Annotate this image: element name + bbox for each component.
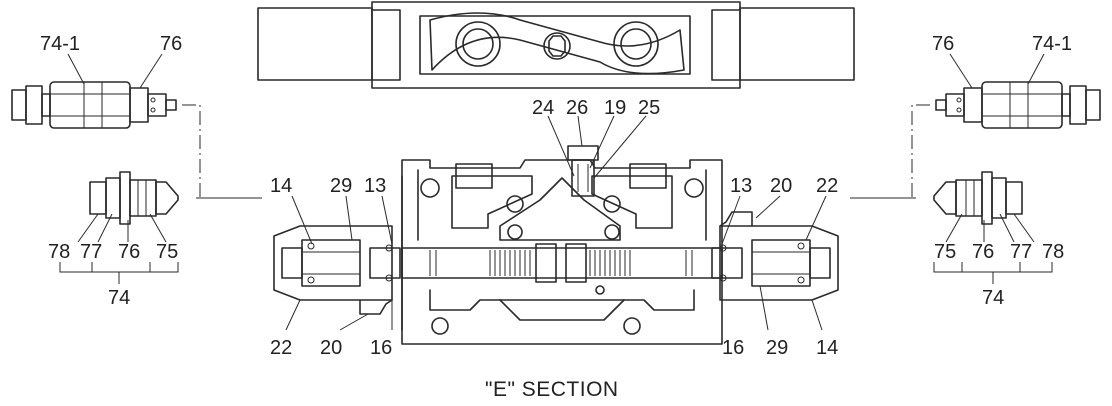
label-74-1-left: 74-1: [40, 33, 80, 55]
label-16-right-bottom: 16: [722, 337, 744, 359]
right-relief-valve-74: [933, 171, 1023, 225]
label-78-left: 78: [48, 241, 70, 263]
label-14-right-bottom: 14: [816, 337, 838, 359]
left-relief-valve-74: [89, 171, 179, 225]
leader-lines: [67, 53, 1045, 331]
label-24: 24: [532, 97, 554, 119]
label-22-left-bottom: 22: [270, 337, 292, 359]
label-29-left: 29: [330, 175, 352, 197]
top-view-body: [257, 1, 855, 89]
label-13-left: 13: [364, 175, 386, 197]
left-relief-valve-74-1: [11, 81, 177, 129]
label-20-left-bottom: 20: [320, 337, 342, 359]
label-25: 25: [638, 97, 660, 119]
label-13-right: 13: [730, 175, 752, 197]
label-77-left: 77: [80, 241, 102, 263]
label-75-left: 75: [156, 241, 178, 263]
label-14-left: 14: [270, 175, 292, 197]
label-29-right-bottom: 29: [766, 337, 788, 359]
label-20-right: 20: [770, 175, 792, 197]
label-74-left: 74: [108, 287, 130, 309]
label-22-right: 22: [816, 175, 838, 197]
label-75-right: 75: [934, 241, 956, 263]
main-section-body: [273, 145, 839, 345]
label-74-right: 74: [982, 287, 1004, 309]
section-caption: "E" SECTION: [485, 378, 619, 401]
part-labels: 74-1 76 76 74-1 78 77 76 75 74 75 76 77 …: [40, 33, 1072, 401]
label-16-left-bottom: 16: [370, 337, 392, 359]
label-76-left-top: 76: [160, 33, 182, 55]
right-relief-valve-74-1: [935, 81, 1101, 129]
label-76-right-top: 76: [932, 33, 954, 55]
label-74-1-right: 74-1: [1032, 33, 1072, 55]
label-19: 19: [604, 97, 626, 119]
label-78-right: 78: [1042, 241, 1064, 263]
spool-lands: [429, 250, 693, 276]
label-26: 26: [566, 97, 588, 119]
label-77-right: 77: [1010, 241, 1032, 263]
label-76-right: 76: [972, 241, 994, 263]
label-76-left: 76: [118, 241, 140, 263]
